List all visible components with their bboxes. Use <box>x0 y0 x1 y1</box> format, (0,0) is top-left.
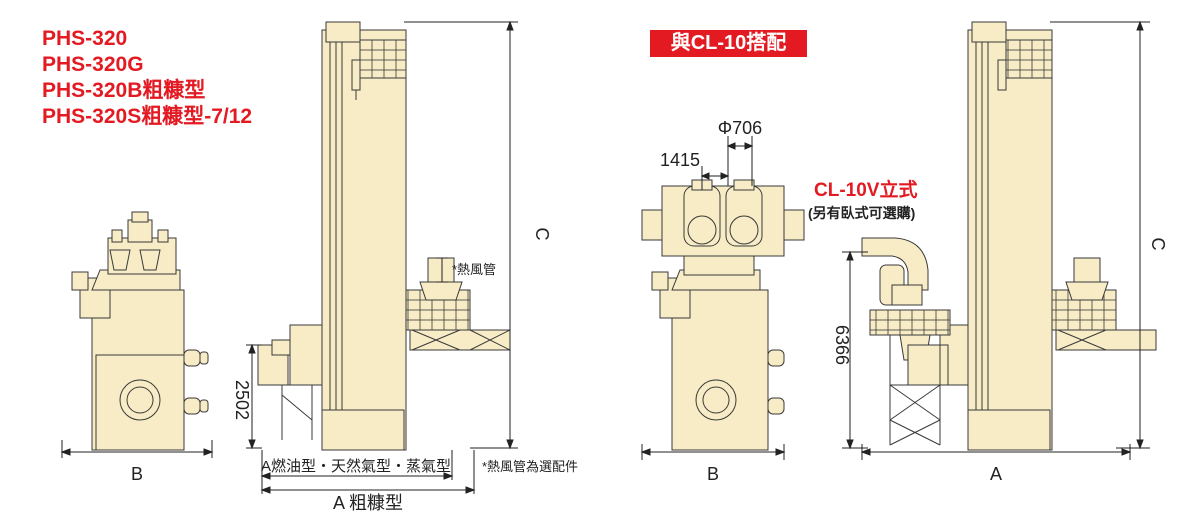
hot-air-optional-note: *熱風管為選配件 <box>482 459 578 474</box>
dim-6366: 6366 <box>832 325 852 365</box>
dim-phi706: Φ706 <box>718 118 762 138</box>
cl10v-subtitle: (另有臥式可選購) <box>808 205 915 221</box>
right-side-view <box>641 179 805 451</box>
dim-a-fuel-types: A燃油型・天然氣型・蒸氣型 <box>261 457 451 475</box>
right-dim-a: A <box>990 464 1002 484</box>
cl10v-unit <box>861 237 951 386</box>
right-dim-b: B <box>707 464 719 484</box>
left-dim-b: B <box>131 464 143 484</box>
model-phs-320b: PHS-320B粗糠型 <box>42 79 206 102</box>
model-phs-320: PHS-320 <box>42 27 128 50</box>
left-side-view <box>71 211 209 451</box>
model-phs-320s: PHS-320S粗糠型-7/12 <box>42 105 253 128</box>
dim-a-rice-husk: A 粗糠型 <box>333 492 403 513</box>
cl10-badge: 與CL-10搭配 <box>650 30 807 57</box>
model-phs-320g: PHS-320G <box>42 53 144 76</box>
left-dim-c: C <box>532 228 552 241</box>
dim-1415: 1415 <box>660 150 700 170</box>
hot-air-pipe-label: *熱風管 <box>452 262 496 277</box>
right-dim-c: C <box>1148 238 1168 251</box>
dim-2502: 2502 <box>232 380 252 420</box>
cl10v-title: CL-10V立式 <box>814 178 917 201</box>
left-front-tower <box>257 21 511 451</box>
right-front-tower <box>939 21 1157 451</box>
